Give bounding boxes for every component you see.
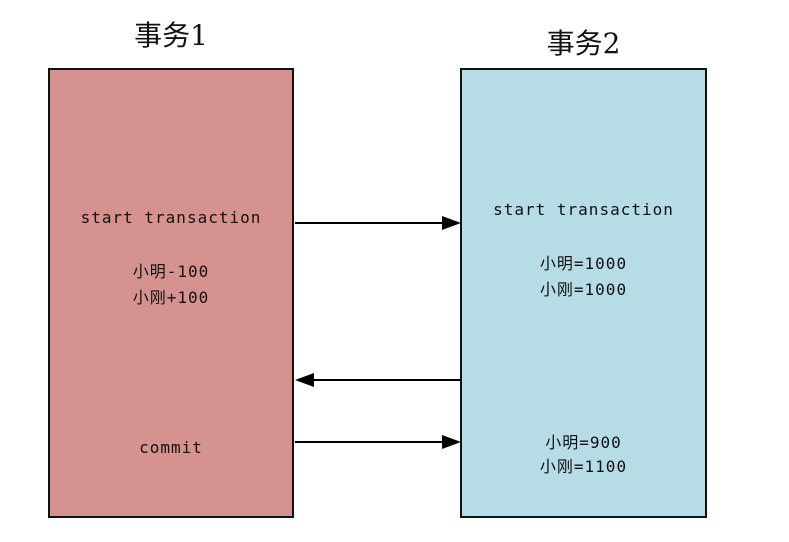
tx2-first-read-xiaoming: 小明=1000 xyxy=(539,254,628,273)
arrowhead-right-icon xyxy=(442,435,461,449)
transaction1-title: 事务1 xyxy=(134,19,208,52)
arrow-shaft xyxy=(295,222,445,224)
tx1-credit-operation-label: 小刚+100 xyxy=(132,288,210,307)
arrow-shaft xyxy=(295,441,445,443)
tx2-second-read-xiaoming: 小明=900 xyxy=(545,433,622,452)
tx1-commit-label: commit xyxy=(139,438,203,457)
transaction2-box: start transaction 小明=1000 小刚=1000 小明=900… xyxy=(460,68,707,518)
tx1-start-transaction-label: start transaction xyxy=(80,208,262,227)
tx2-second-read-xiaogang: 小刚=1100 xyxy=(539,457,628,476)
tx2-first-read-xiaogang: 小刚=1000 xyxy=(539,280,628,299)
arrowhead-left-icon xyxy=(295,373,314,387)
transaction1-box: start transaction 小明-100 小刚+100 commit xyxy=(48,68,294,518)
arrow-shaft xyxy=(311,379,461,381)
tx2-start-transaction-label: start transaction xyxy=(493,200,674,219)
transaction2-title: 事务2 xyxy=(546,27,621,60)
tx1-debit-operation-label: 小明-100 xyxy=(132,262,210,281)
arrowhead-right-icon xyxy=(442,216,461,230)
